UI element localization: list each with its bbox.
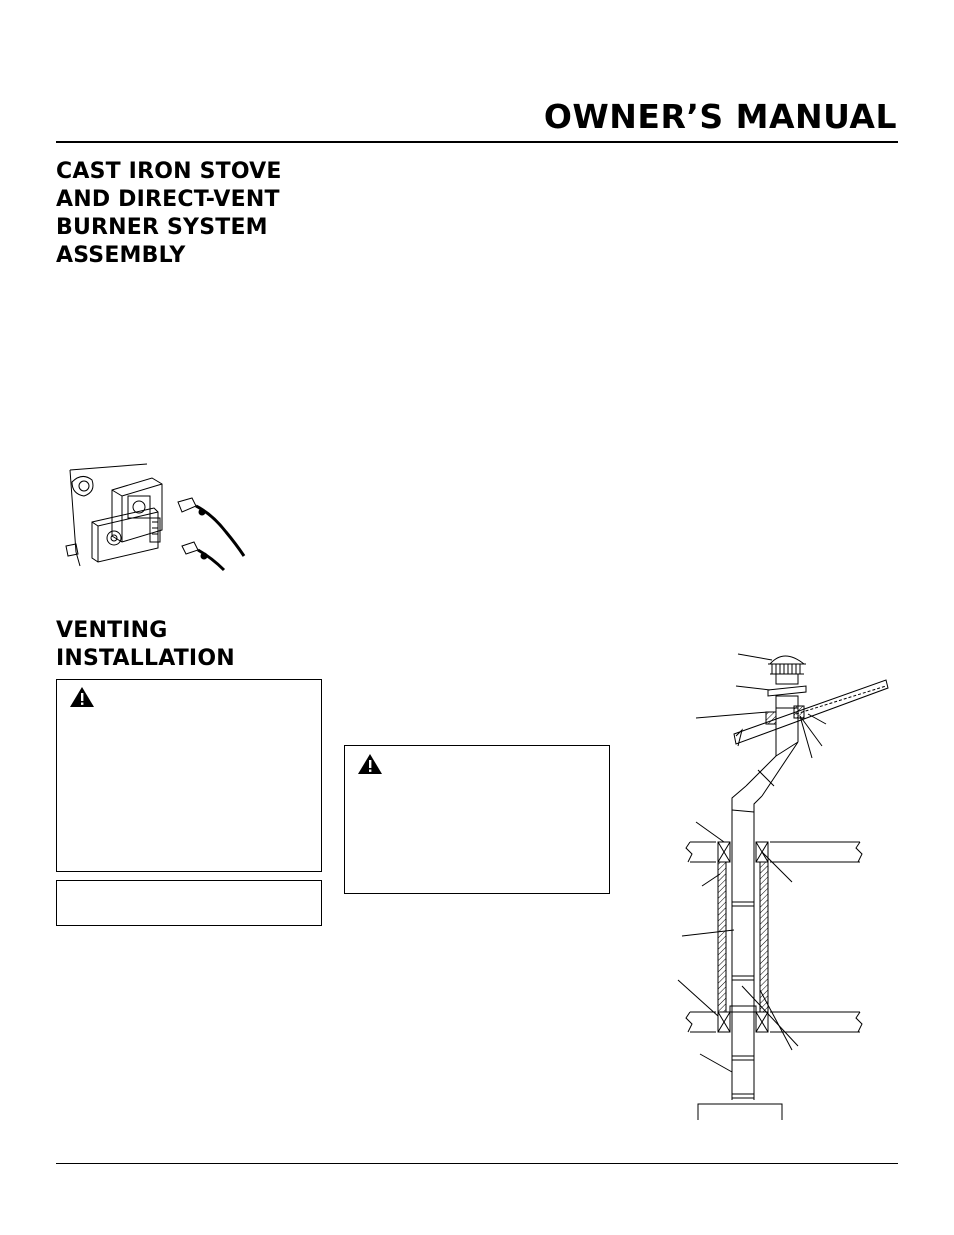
warning-triangle-icon [357, 753, 383, 775]
venting-heading: VENTING INSTALLATION [56, 617, 235, 673]
assembly-heading-line-1: CAST IRON STOVE [56, 159, 282, 184]
assembly-heading-line-3: BURNER SYSTEM [56, 215, 268, 240]
venting-heading-line-1: VENTING [56, 618, 168, 643]
assembly-heading-line-4: ASSEMBLY [56, 243, 186, 268]
vent-installation-diagram [676, 646, 896, 1122]
warning-triangle-icon [69, 686, 95, 708]
notice-box-left [56, 880, 322, 926]
wire-connector-illustration [62, 462, 262, 574]
header-rule [56, 141, 898, 143]
venting-heading-line-2: INSTALLATION [56, 646, 235, 671]
assembly-heading-line-2: AND DIRECT-VENT [56, 187, 280, 212]
footer-rule [56, 1163, 898, 1164]
warning-box-left [56, 679, 322, 872]
warning-box-middle [344, 745, 610, 894]
page-title: OWNER’S MANUAL [543, 97, 897, 136]
assembly-heading: CAST IRON STOVE AND DIRECT-VENT BURNER S… [56, 158, 282, 270]
